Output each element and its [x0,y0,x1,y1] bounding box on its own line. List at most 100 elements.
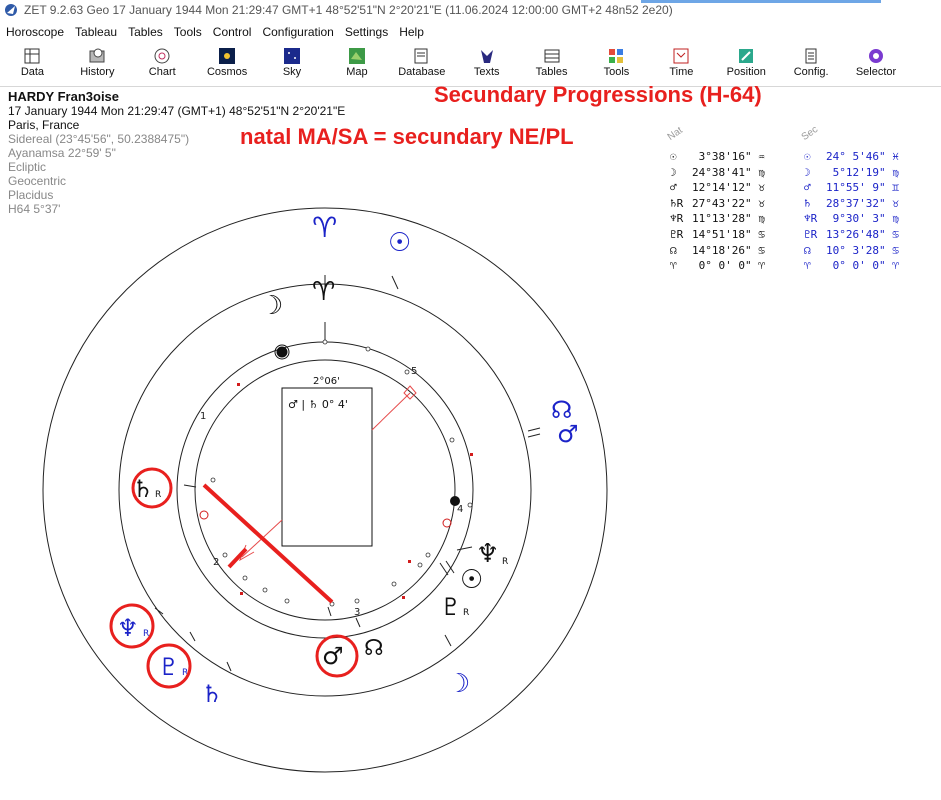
menu-tables[interactable]: Tables [128,25,163,39]
map-icon [348,48,365,64]
table-row: ☊10° 3'28" ♋ [804,243,899,257]
data-icon [24,48,40,64]
table-row: ♄28°37'32" ♉ [804,196,899,210]
house-number-4: 4 [457,504,463,515]
secondary-saturn-glyph: ♄ [201,680,223,708]
table-row: ☉ 3°38'16" ♒ [670,150,765,163]
natal-sun-marker [450,496,460,506]
secondary-aries-glyph: ♈ [312,211,337,244]
natal-pluto-marker [442,518,452,528]
table-row: ☽ 5°12'19" ♍ [804,165,899,179]
person-name: HARDY Fran3oise [8,89,120,104]
menu-help[interactable]: Help [399,25,424,39]
natal-moon-glyph: ☽ [260,291,283,321]
natal-positions-table: ☉ 3°38'16" ♒ ☽24°38'41" ♍ ♂12°14'12" ♉ ♄… [670,149,765,274]
config-icon [805,48,817,64]
selector-icon [869,49,884,63]
texts-icon [480,50,493,63]
menu-horoscope[interactable]: Horoscope [6,25,65,39]
toolbar-time-button[interactable]: Time [649,44,714,86]
table-row: ♆R 9°30' 3" ♍ [804,212,899,226]
annotation-line [202,483,334,604]
menu-configuration[interactable]: Configuration [262,25,334,39]
toolbar-chart-button[interactable]: Chart [130,44,195,86]
table-row: ♈ 0° 0' 0" ♈ [670,259,765,273]
natal-node-glyph: ☊ [364,636,384,661]
aspect-line [371,392,411,431]
database-icon [414,48,428,64]
menu-tools[interactable]: Tools [173,25,202,39]
time-icon [673,48,689,64]
outer-ticks [154,275,541,672]
tools-icon [609,49,624,63]
table-row: ♂12°14'12" ♉ [670,181,765,195]
menu-settings[interactable]: Settings [344,25,389,39]
secondary-positions-table: ☉24° 5'46" ♓ ☽ 5°12'19" ♍ ♂11°55' 9" ♊ ♄… [804,149,899,274]
app-logo-icon [5,4,17,16]
toolbar-config-button[interactable]: Config. [779,44,844,86]
menu-bar: Horoscope Tableau Tables Tools Control C… [0,22,941,42]
menu-tableau[interactable]: Tableau [75,25,118,39]
secondary-pluto-glyph: ♇ [158,653,180,681]
info-center: Geocentric [8,174,67,188]
toolbar-selector-button[interactable]: Selector [844,44,909,86]
position-icon [739,49,754,63]
title-bar: ZET 9.2.63 Geo 17 January 1944 Mon 21:29… [0,0,941,20]
horoscope-wheel[interactable]: 1 2 3 4 5 2°06' ♂ | ♄ 0° 4' [0,150,660,790]
title-accent-bar [641,0,881,3]
house-number-2: 2 [213,557,219,568]
birth-place: Paris, France [8,118,80,132]
toolbar-tools-button[interactable]: Tools [584,44,649,86]
natal-moon-marker [276,346,288,358]
toolbar-position-button[interactable]: Position [714,44,779,86]
table-row: ☉24° 5'46" ♓ [804,150,899,163]
history-icon [89,48,105,63]
cosmos-icon [219,48,236,64]
table-row: ☊14°18'26" ♋ [670,243,765,257]
menu-control[interactable]: Control [212,25,252,39]
toolbar-database-button[interactable]: Database [389,44,454,86]
midpoint-box [281,387,373,547]
toolbar-cosmos-button[interactable]: Cosmos [195,44,260,86]
toolbar-sky-button[interactable]: Sky [260,44,325,86]
annotation-title: Secundary Progressions (H-64) [434,82,762,107]
secondary-mars-glyph: ♂ [557,420,579,448]
aspect-label: ♂ | ♄ 0° 4' [288,398,348,411]
natal-pluto-retro: R [463,608,469,618]
house-number-5: 5 [411,366,417,377]
house-ring-inner [194,359,456,621]
toolbar-tables-button[interactable]: Tables [519,44,584,86]
info-ayanamsa: Ayanamsa 22°59' 5" [8,146,116,160]
secondary-pluto-retro: R [182,668,188,678]
info-coordinates: Ecliptic [8,160,47,174]
natal-aries-glyph: ♈ [312,277,335,307]
toolbar-data-button[interactable]: Data [0,44,65,86]
toolbar-history-button[interactable]: History [65,44,130,86]
horoscope-info: HARDY Fran3oise 17 January 1944 Mon 21:2… [8,89,345,217]
natal-mars-glyph: ♂ [322,642,344,670]
secondary-column-header: Sec [799,124,821,143]
natal-neptune-glyph: ♆ [476,539,499,569]
highlight-circles [109,467,359,689]
secondary-moon-glyph: ☽ [447,669,470,699]
red-markers [237,383,473,599]
aspect-marker [403,385,417,400]
natal-moon-ring [274,344,290,360]
secondary-sun-glyph: ☉ [388,228,411,258]
annotation-subtitle: natal MA/SA = secundary NE/PL [240,124,574,149]
natal-saturn-marker [199,510,209,520]
secondary-neptune-glyph: ♆ [117,614,139,642]
toolbar-map-button[interactable]: Map [324,44,389,86]
cusp-markers [210,339,473,607]
secondary-node-glyph: ☊ [551,396,572,424]
natal-saturn-retro: R [155,490,161,500]
natal-sun-glyph: ☉ [460,565,483,595]
sky-icon [284,48,300,64]
toolbar-texts-button[interactable]: Texts [454,44,519,86]
info-zodiac: Sidereal (23°45'56", 50.2388475") [8,132,190,146]
annotation-tick [227,547,248,569]
house-number-3: 3 [354,607,360,618]
midpoint-label: 2°06' [313,376,340,387]
